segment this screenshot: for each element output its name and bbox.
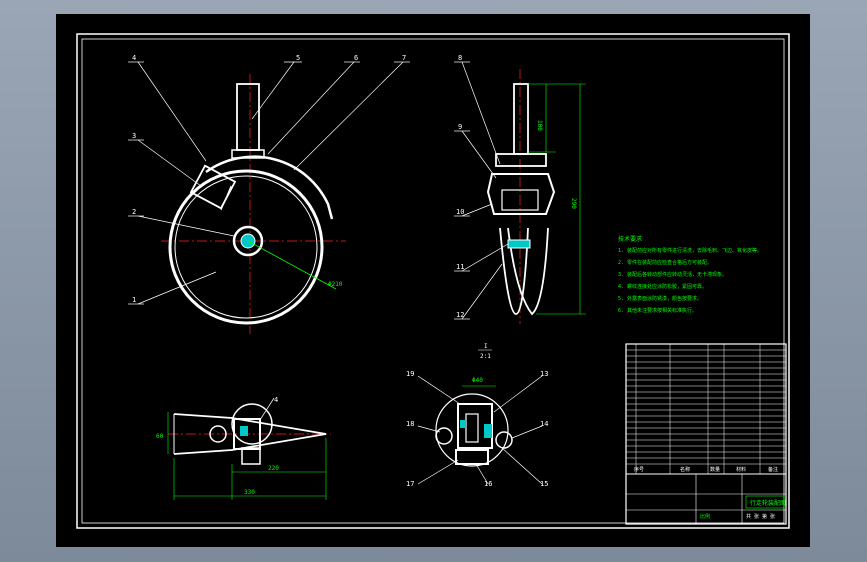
title-block: 序号 名称 数量 材料 备注 行走轮装配图 比例 共 张 第 张	[625, 343, 787, 525]
sheet-label: 共 张 第 张	[746, 513, 775, 520]
balloon-9: 9	[458, 123, 462, 131]
section-letter: I	[484, 343, 488, 350]
dim-side-top: 100	[536, 120, 543, 131]
header-material: 材料	[736, 466, 746, 473]
dim-diameter: Φ210	[328, 281, 343, 288]
balloon-4: 4	[132, 54, 136, 62]
notes-line-4: 4. 螺纹连接处应涂防松胶，紧固可靠。	[618, 283, 707, 290]
cad-drawing: Φ210 4 5 6 7 3 2 1	[76, 33, 790, 529]
bottom-view: 60 220 330 4	[156, 396, 331, 500]
technical-notes: 技术要求 1. 装配前应对所有零件进行清洗，去除毛刺、飞边、氧化皮等。 2. 零…	[618, 235, 762, 314]
balloon-2: 2	[132, 208, 136, 216]
notes-line-1: 1. 装配前应对所有零件进行清洗，去除毛刺、飞边、氧化皮等。	[618, 247, 762, 254]
dim-detail-width: Φ40	[472, 377, 483, 384]
drawing-name: 行走轮装配图	[750, 499, 786, 507]
balloon-16: 16	[484, 480, 492, 488]
notes-line-3: 3. 装配后各转动部件应转动灵活，无卡滞现象。	[618, 271, 727, 278]
section-scale: 2:1	[480, 353, 491, 360]
dim-bottom-inner: 220	[268, 465, 279, 472]
header-remark: 备注	[768, 466, 778, 473]
balloon-bottom-4: 4	[274, 396, 278, 404]
balloon-5: 5	[296, 54, 300, 62]
header-index: 序号	[634, 466, 644, 473]
dim-side-total: 290	[570, 198, 577, 209]
balloon-18: 18	[406, 420, 414, 428]
balloon-19: 19	[406, 370, 414, 378]
cad-viewport[interactable]: Φ210 4 5 6 7 3 2 1	[56, 14, 810, 547]
balloon-8: 8	[458, 54, 462, 62]
header-name: 名称	[680, 466, 690, 473]
balloon-11: 11	[456, 263, 464, 271]
side-view: 100 290 8 9 10 11 12	[454, 54, 586, 324]
inner-frame	[81, 38, 785, 524]
balloon-17: 17	[406, 480, 414, 488]
balloon-15: 15	[540, 480, 548, 488]
balloon-10: 10	[456, 208, 464, 216]
balloon-12: 12	[456, 311, 464, 319]
notes-title: 技术要求	[618, 235, 642, 243]
notes-line-6: 6. 其他未注要求按相关标准执行。	[618, 307, 697, 314]
dim-bottom-total: 330	[244, 489, 255, 496]
scale-label: 比例	[700, 513, 710, 520]
notes-line-2: 2. 零件在装配前应检查合格后方可装配。	[618, 259, 712, 266]
header-qty: 数量	[710, 466, 720, 473]
balloon-3: 3	[132, 132, 136, 140]
balloon-7: 7	[402, 54, 406, 62]
dim-bottom-height: 60	[156, 433, 164, 440]
balloon-13: 13	[540, 370, 548, 378]
balloon-6: 6	[354, 54, 358, 62]
detail-view: I 2:1 Φ40 19 13 18 14 17 16 15	[406, 343, 548, 488]
balloon-1: 1	[132, 296, 136, 304]
outer-frame	[76, 33, 790, 529]
balloon-14: 14	[540, 420, 548, 428]
main-view: Φ210 4 5 6 7 3 2 1	[128, 54, 410, 334]
notes-line-5: 5. 外露表面涂防锈漆，颜色按要求。	[618, 295, 702, 302]
